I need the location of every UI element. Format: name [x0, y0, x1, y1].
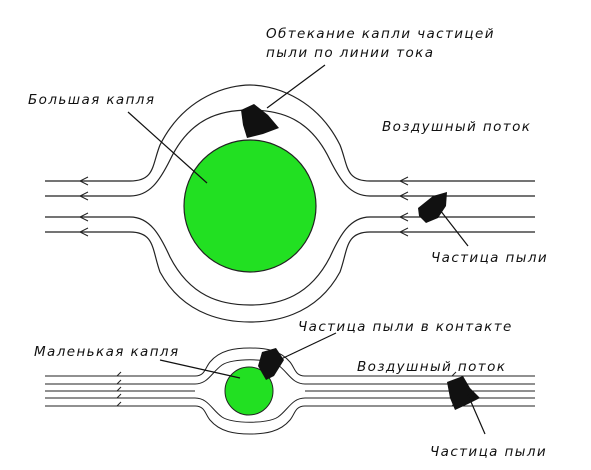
leader-contact [278, 332, 337, 361]
dust-particle-top-right [418, 192, 447, 223]
bottom-outer-streamline-lower [194, 405, 306, 435]
leader-flow-around [266, 64, 326, 109]
bottom-diagram: Частица пыли в контакте Маленькая капля … [34, 319, 547, 460]
dust-particle-top-flowing [241, 104, 279, 138]
label-air-flow-bottom: Воздушный поток [357, 359, 506, 375]
top-arrow-right-1 [398, 176, 409, 186]
bottom-arrow-left [116, 371, 122, 407]
leader-dust-bottom [467, 394, 486, 435]
top-diagram: Обтекание капли частицей пыли по линии т… [28, 26, 548, 323]
label-flow-around-line2: пыли по линии тока [266, 45, 434, 61]
top-arrow-right-4 [398, 227, 409, 237]
top-arrow-left-4 [78, 227, 89, 237]
label-big-drop: Большая капля [28, 92, 155, 108]
top-outer-streamline [129, 84, 371, 182]
bottom-inner-streamline-upper [194, 359, 306, 385]
label-dust-particle-bottom: Частица пыли [430, 444, 547, 460]
top-arrow-right-3 [398, 212, 409, 222]
leader-dust-top [439, 209, 469, 247]
bottom-outer-streamline-upper [194, 347, 306, 377]
dust-particle-in-contact [258, 348, 284, 380]
top-arrow-left-1 [78, 176, 89, 186]
top-arrow-left-3 [78, 212, 89, 222]
leader-big-drop [127, 111, 208, 184]
bottom-inner-streamline-lower [194, 397, 306, 423]
label-air-flow-top: Воздушный поток [382, 119, 531, 135]
big-droplet [183, 139, 317, 273]
top-outer-streamline-lower [129, 231, 371, 323]
label-small-drop: Маленькая капля [34, 344, 179, 360]
top-inner-streamline-lower [129, 216, 371, 306]
leader-small-drop [159, 359, 241, 379]
top-arrow-left-2 [78, 191, 89, 201]
label-dust-particle-top: Частица пыли [431, 250, 548, 266]
label-contact: Частица пыли в контакте [298, 319, 513, 335]
dust-particle-bottom-right [447, 376, 480, 410]
small-droplet [224, 366, 274, 416]
top-arrow-right-2 [398, 191, 409, 201]
label-flow-around-line1: Обтекание капли частицей [266, 26, 495, 42]
